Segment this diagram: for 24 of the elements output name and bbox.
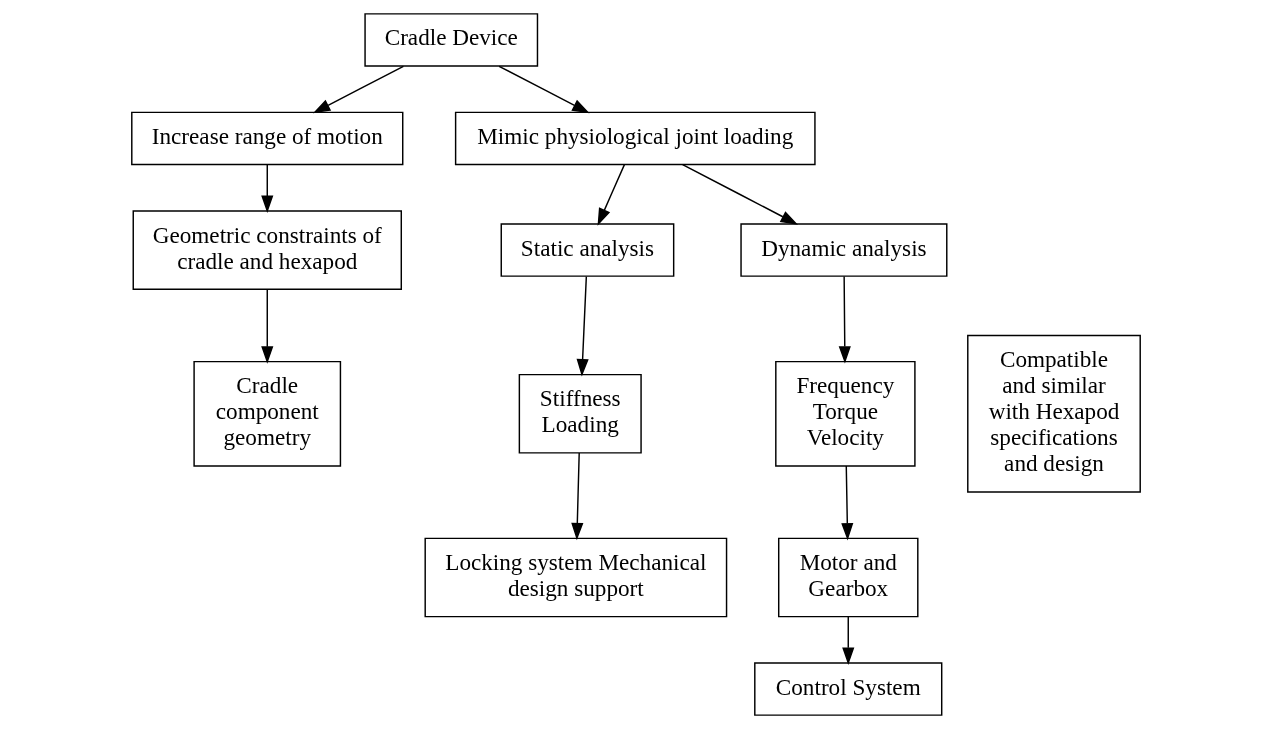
node-box: Stiffness Loading xyxy=(518,373,642,454)
node-box: Motor and Gearbox xyxy=(777,537,919,618)
arrow xyxy=(840,465,853,541)
node-box: Cradle component geometry xyxy=(192,360,341,467)
arrow xyxy=(570,452,583,541)
arrow xyxy=(576,275,589,377)
arrow xyxy=(597,163,625,226)
node-box: Geometric constraints of cradle and hexapod xyxy=(132,210,402,290)
arrow xyxy=(681,163,798,225)
node-box: Cradle Device xyxy=(363,13,538,67)
node-box: Increase range of motion xyxy=(130,111,403,166)
node-box: Compatible and similar with Hexapod specifications and design xyxy=(966,334,1141,493)
arrow xyxy=(260,163,273,213)
node-box: Frequency Torque Velocity xyxy=(774,360,916,467)
node-box: Mimic physiological joint loading xyxy=(454,111,816,166)
arrow xyxy=(312,65,404,114)
arrow xyxy=(497,65,590,114)
arrow xyxy=(841,616,854,665)
node-box: Locking system Mechanical design support xyxy=(423,537,727,618)
node-box: Control System xyxy=(753,662,942,716)
arrow xyxy=(838,275,851,364)
node-box: Static analysis xyxy=(500,223,674,277)
arrow xyxy=(260,288,273,364)
node-box: Dynamic analysis xyxy=(739,223,947,277)
